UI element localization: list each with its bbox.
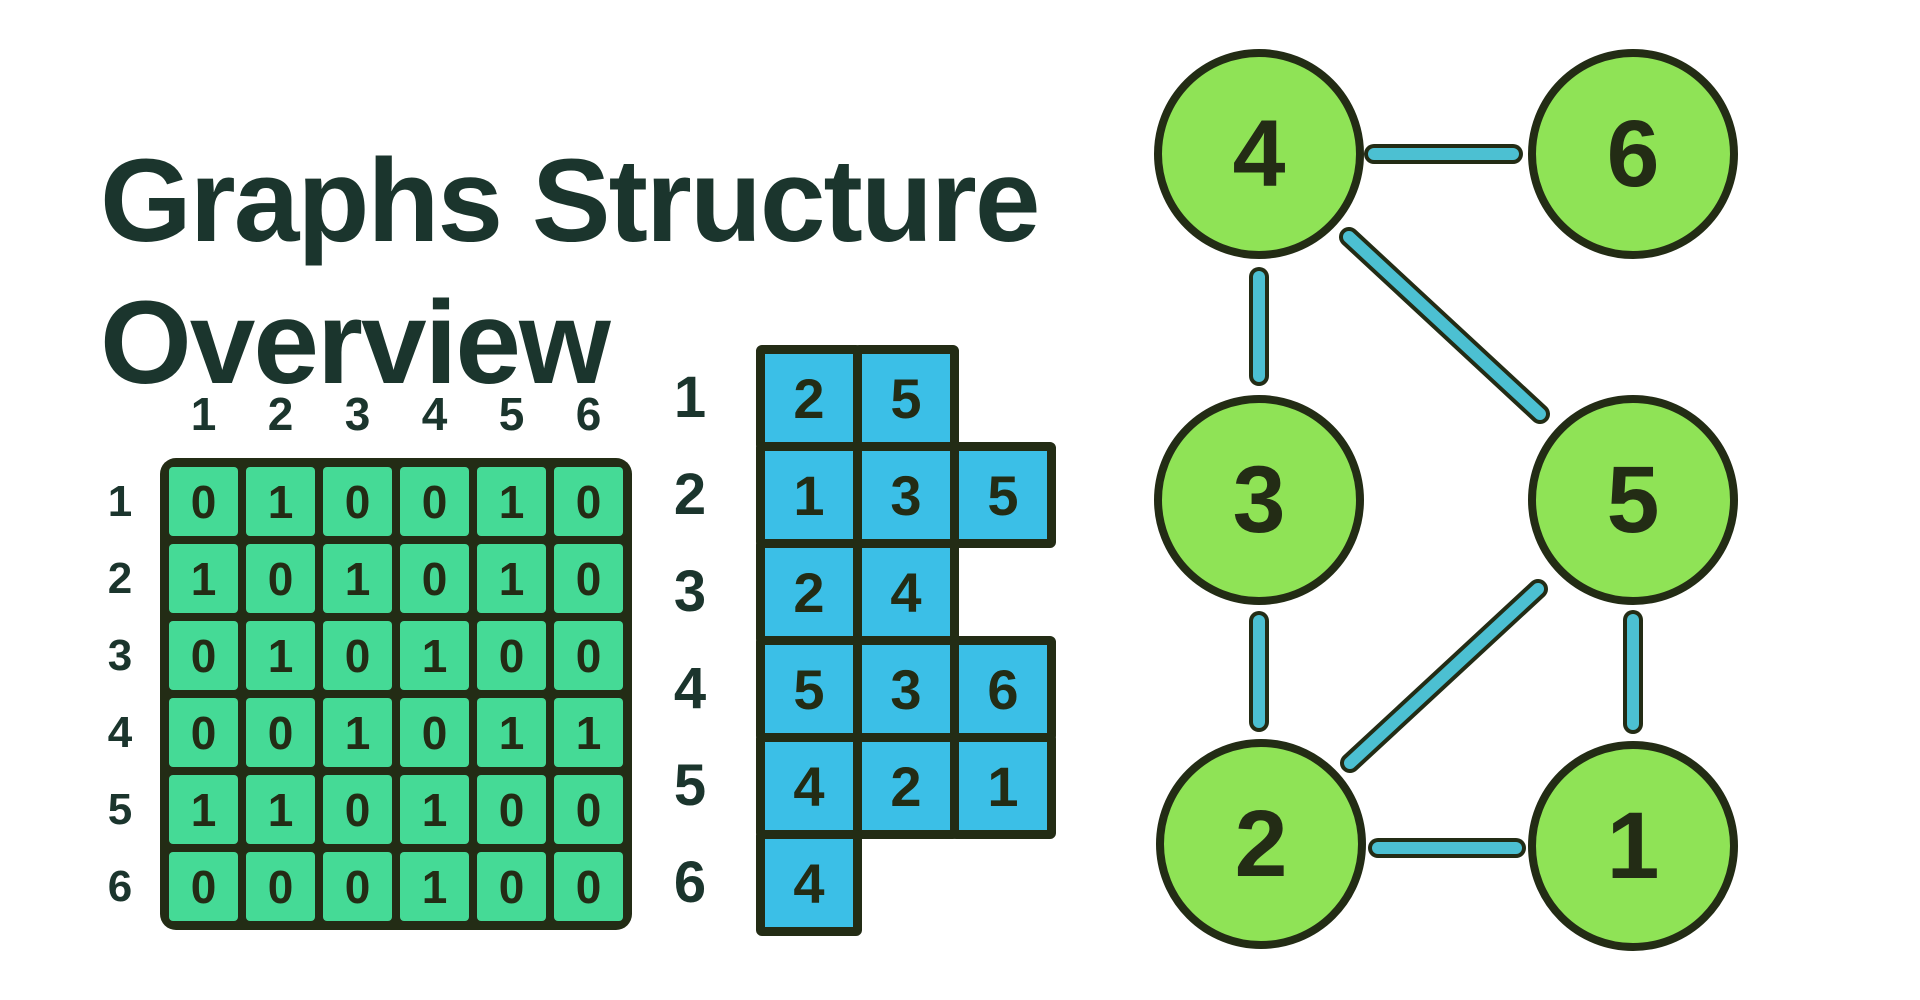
matrix-cell: 0 [169, 852, 238, 921]
edge-fill [1344, 583, 1544, 769]
list-row-label: 5 [673, 753, 707, 818]
list-cell: 4 [756, 830, 862, 936]
matrix-row-header: 4 [107, 708, 133, 757]
matrix-cell: 1 [323, 544, 392, 613]
matrix-cell: 0 [169, 698, 238, 767]
matrix-cell: 1 [477, 698, 546, 767]
matrix-cell: 0 [246, 698, 315, 767]
graph-node-2: 2 [1156, 739, 1366, 949]
matrix-col-header: 2 [267, 388, 294, 440]
list-row-label: 2 [673, 462, 707, 527]
matrix-cell: 0 [477, 621, 546, 690]
graph-node-3: 3 [1154, 395, 1364, 605]
matrix-cell: 1 [477, 467, 546, 536]
matrix-cell: 0 [323, 621, 392, 690]
graph-node-1: 1 [1528, 741, 1738, 951]
matrix-row-header: 3 [107, 631, 133, 680]
matrix-cell: 0 [554, 852, 623, 921]
matrix-cell: 1 [246, 467, 315, 536]
matrix-cell: 1 [246, 775, 315, 844]
matrix-col-header: 5 [498, 388, 525, 440]
matrix-cell: 0 [477, 775, 546, 844]
matrix-cell: 1 [323, 698, 392, 767]
matrix-cell: 1 [400, 621, 469, 690]
list-row-label: 1 [673, 365, 707, 430]
edge-4-5 [1339, 227, 1550, 424]
matrix-cell: 0 [323, 775, 392, 844]
page-title-line1: Graphs Structure [100, 135, 1040, 268]
matrix-cell: 0 [169, 467, 238, 536]
matrix-cell: 0 [554, 467, 623, 536]
list-row-label: 6 [673, 850, 707, 915]
list-cell: 5 [950, 442, 1056, 548]
graph-node-6: 6 [1528, 49, 1738, 259]
matrix-cell: 1 [400, 852, 469, 921]
list-cell: 6 [950, 636, 1056, 742]
matrix-col-header: 3 [344, 388, 371, 440]
list-row-label: 3 [673, 559, 707, 624]
matrix-cell: 0 [554, 621, 623, 690]
matrix-cell: 1 [169, 775, 238, 844]
graph-node-5: 5 [1528, 395, 1738, 605]
matrix-cell: 1 [477, 544, 546, 613]
matrix-cell: 0 [323, 852, 392, 921]
matrix-cell: 0 [400, 467, 469, 536]
list-cell: 3 [853, 636, 959, 742]
list-row-label: 4 [673, 656, 707, 721]
matrix-col-header: 1 [190, 388, 217, 440]
matrix-cell: 0 [323, 467, 392, 536]
matrix-cell: 1 [400, 775, 469, 844]
edge-fill [1343, 231, 1546, 420]
graph-node-4: 4 [1154, 49, 1364, 259]
matrix-cell: 0 [477, 852, 546, 921]
page-title-line2: Overview [100, 276, 611, 409]
matrix-cell: 1 [169, 544, 238, 613]
matrix-cell: 0 [554, 544, 623, 613]
matrix-row-header: 5 [107, 785, 133, 834]
matrix-col-header: 6 [575, 388, 602, 440]
matrix-cell: 0 [400, 544, 469, 613]
matrix-row-headers: 1 2 3 4 5 6 [92, 467, 148, 921]
matrix-cell: 1 [246, 621, 315, 690]
adjacency-matrix: 0 1 0 0 1 0 1 0 1 0 1 0 0 1 0 1 0 0 0 0 … [160, 458, 632, 930]
matrix-cell: 0 [554, 775, 623, 844]
matrix-cell: 0 [246, 544, 315, 613]
matrix-cell: 0 [246, 852, 315, 921]
matrix-row-header: 1 [107, 477, 133, 526]
matrix-row-header: 2 [107, 554, 133, 603]
matrix-column-headers: 1 2 3 4 5 6 [169, 388, 623, 440]
matrix-row-header: 6 [107, 862, 133, 911]
matrix-cell: 1 [554, 698, 623, 767]
page-title: Graphs Structure Overview [100, 131, 1040, 414]
matrix-cell: 0 [169, 621, 238, 690]
matrix-cell: 0 [400, 698, 469, 767]
list-cell: 1 [950, 733, 1056, 839]
edge-2-5 [1340, 579, 1548, 773]
matrix-col-header: 4 [421, 388, 448, 440]
